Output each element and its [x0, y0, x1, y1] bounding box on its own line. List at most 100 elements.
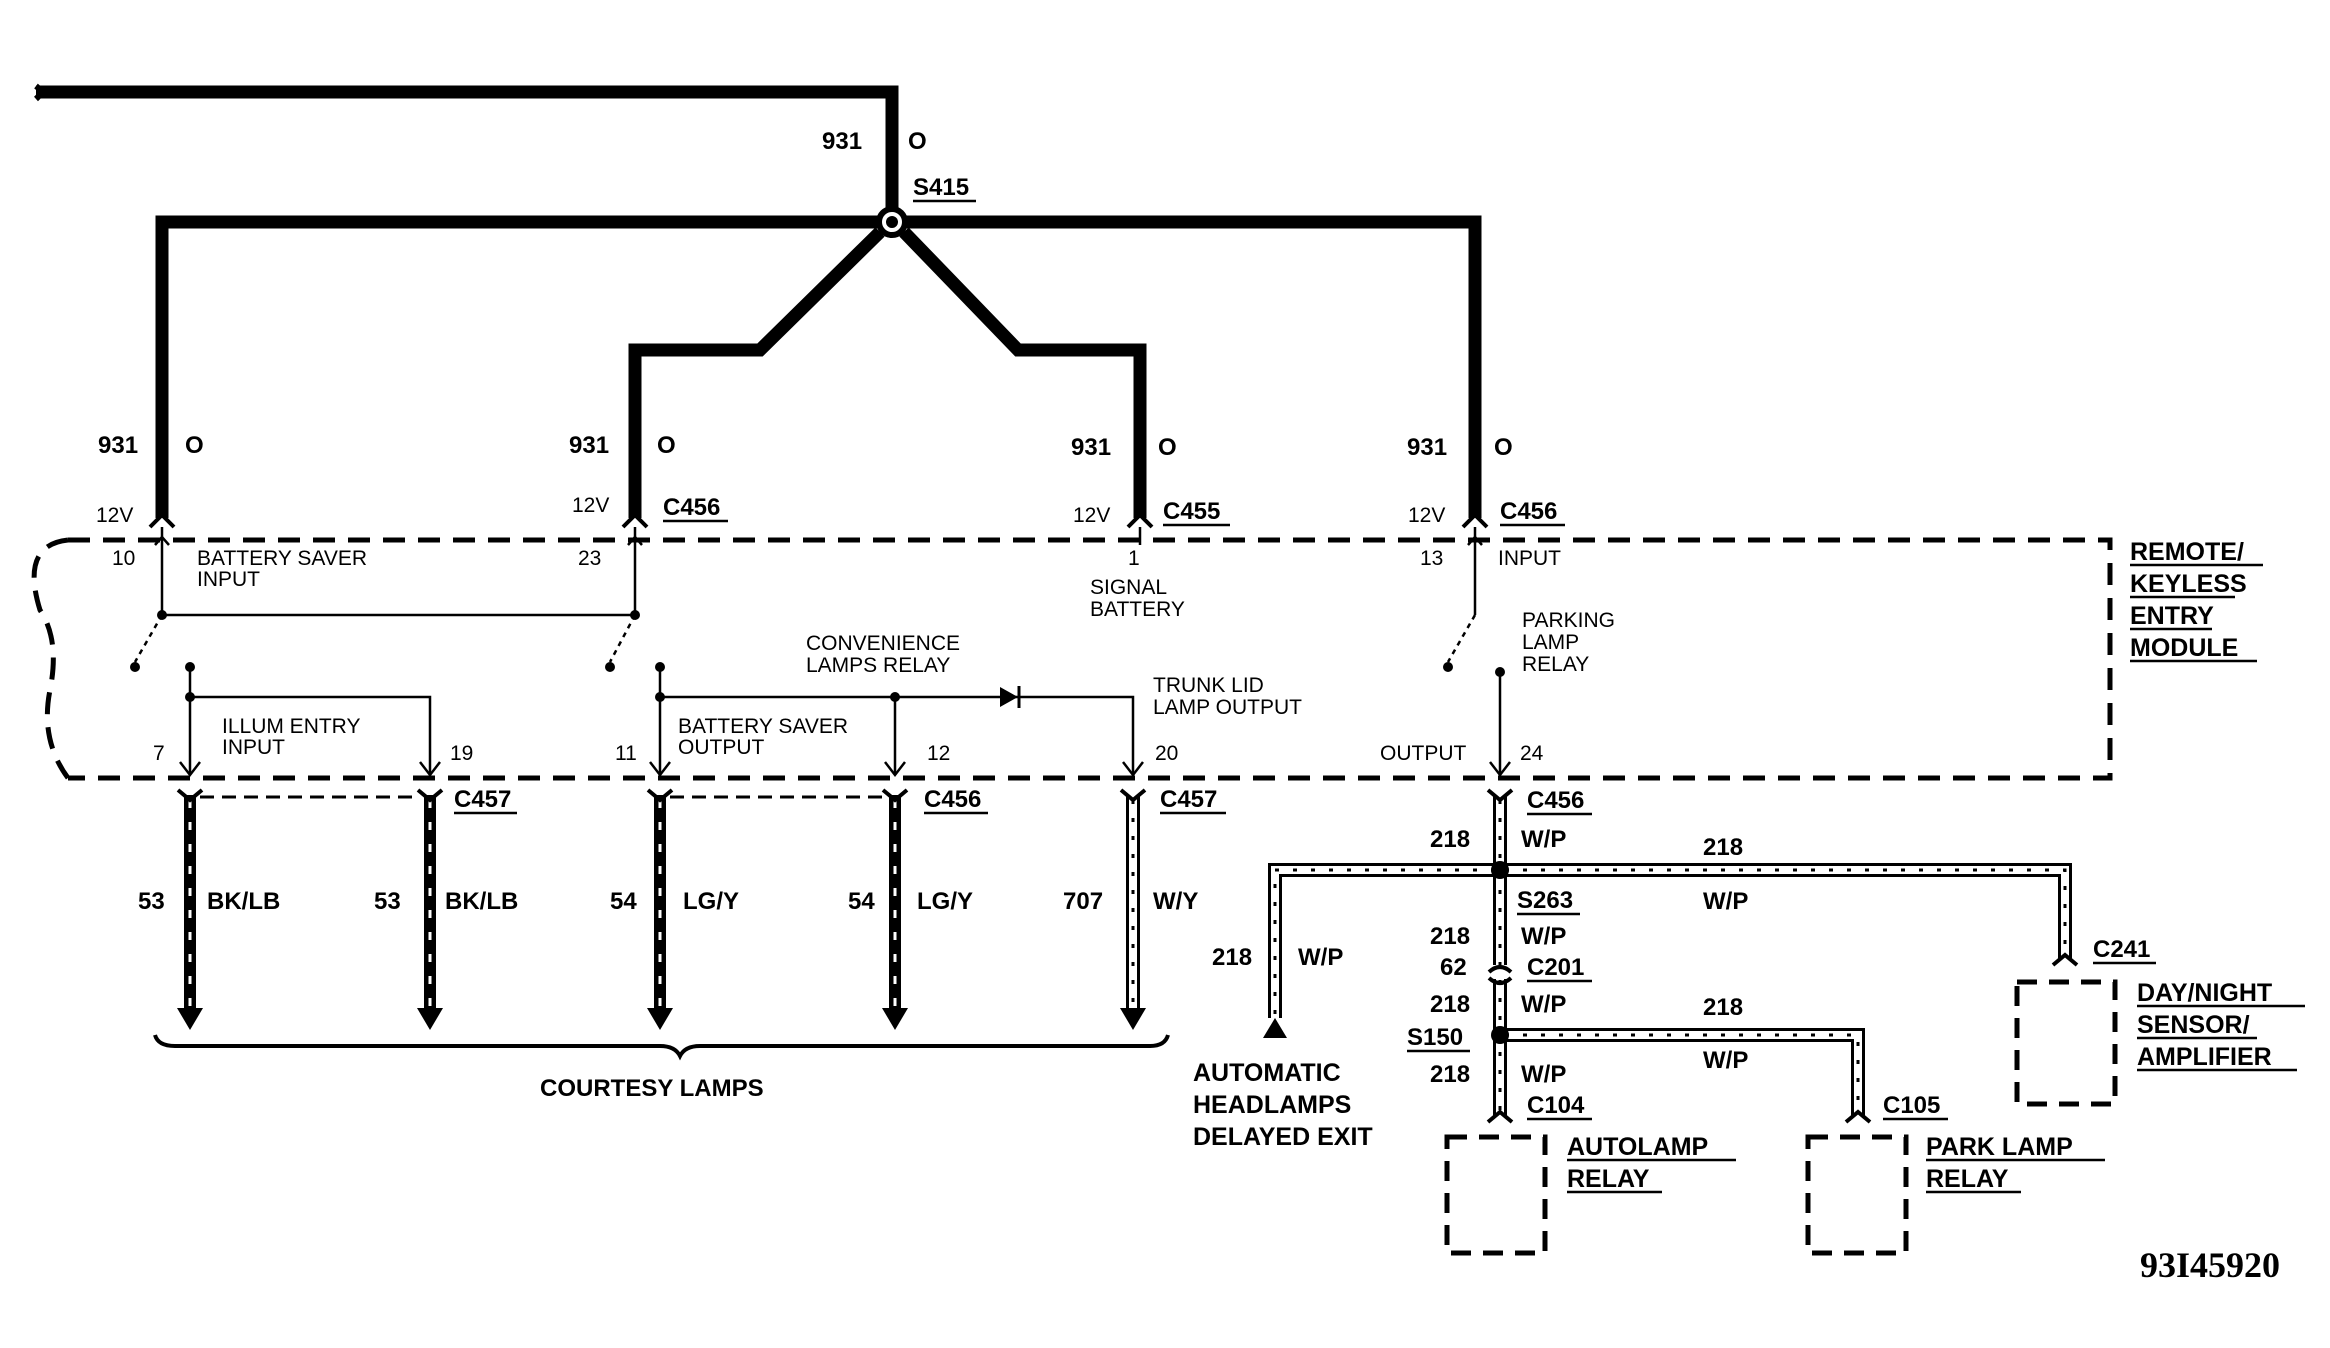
pin-24: 24 — [1520, 742, 1544, 765]
tap2-connector: C456 — [663, 494, 720, 521]
pin-10: 10 — [112, 547, 135, 570]
w218-color-right: W/P — [1703, 888, 1748, 915]
illum-entry-line-1: ILLUM ENTRY — [222, 715, 360, 738]
tap3-voltage: 12V — [1073, 504, 1110, 527]
w218-circuit-3: 218 — [1430, 991, 1470, 1018]
tap3-connector: C455 — [1163, 498, 1220, 525]
w218-circuit-right: 218 — [1703, 834, 1743, 861]
battery-saver-output-line-2: OUTPUT — [678, 736, 765, 759]
day-night-sensor-line-1: DAY/NIGHT — [2137, 979, 2272, 1007]
w218-circuit-s150-right: 218 — [1703, 994, 1743, 1021]
convenience-relay-line-2: LAMPS RELAY — [806, 654, 950, 677]
wire-53-color-b: BK/LB — [445, 888, 518, 915]
pin-19: 19 — [450, 742, 473, 765]
courtesy-lamps-brace — [153, 1034, 1170, 1061]
power-tap-2: 931 O 12V C456 — [569, 432, 728, 529]
tap2-color: O — [657, 432, 676, 459]
convenience-relay-line-1: CONVENIENCE — [806, 632, 960, 655]
w218-circuit-2: 218 — [1430, 923, 1470, 950]
courtesy-lamps-label: COURTESY LAMPS — [540, 1075, 764, 1102]
connector-c104: C104 — [1527, 1092, 1585, 1119]
splice-s150-dot — [1491, 1026, 1509, 1044]
pin-7: 7 — [153, 742, 165, 765]
splice-s263-label: S263 — [1517, 887, 1573, 914]
w218-color-2: W/P — [1521, 923, 1566, 950]
tap2-voltage: 12V — [572, 494, 609, 517]
wire-707-color: W/Y — [1153, 888, 1198, 915]
power-tap-3: 931 O 12V C455 — [1071, 434, 1230, 529]
auto-headlamps-line-1: AUTOMATIC — [1193, 1059, 1341, 1087]
wire-54-circuit-b: 54 — [848, 888, 875, 915]
pin-11: 11 — [615, 742, 637, 765]
park-lamp-relay-line-1: PARK LAMP — [1926, 1133, 2073, 1161]
pin-1: 1 — [1128, 547, 1140, 570]
wire-53-color-a: BK/LB — [207, 888, 280, 915]
wire-53-circuit-b: 53 — [374, 888, 401, 915]
battery-saver-input-line-1: BATTERY SAVER — [197, 547, 367, 570]
day-night-sensor-box — [2014, 979, 2118, 1107]
w218-circuit-left: 218 — [1212, 944, 1252, 971]
park-lamp-relay-box — [1805, 1134, 1909, 1256]
output-label: OUTPUT — [1380, 742, 1467, 765]
connector-c456-a: C456 — [924, 786, 981, 813]
connector-c105: C105 — [1883, 1092, 1940, 1119]
splice-s150-label: S150 — [1407, 1024, 1463, 1051]
module-name-line-1: REMOTE/ — [2130, 538, 2244, 566]
splice-s263-dot — [1491, 861, 1509, 879]
tap3-circuit: 931 — [1071, 434, 1111, 461]
pin-20: 20 — [1155, 742, 1178, 765]
trunk-lid-line-1: TRUNK LID — [1153, 674, 1264, 697]
w218-circuit-1: 218 — [1430, 826, 1470, 853]
c201-circuit: 62 — [1440, 954, 1467, 981]
c456-output-connector: C456 — [1527, 787, 1584, 814]
battery-saver-output-line-1: BATTERY SAVER — [678, 715, 848, 738]
autolamp-relay-line-1: AUTOLAMP — [1567, 1133, 1708, 1161]
park-lamp-relay-line-2: RELAY — [1926, 1165, 2009, 1193]
feed-circuit-number: 931 — [822, 128, 862, 155]
w218-color-4: W/P — [1521, 1061, 1566, 1088]
wire-54-color-a: LG/Y — [683, 888, 739, 915]
signal-battery-line-2: BATTERY — [1090, 598, 1185, 621]
w218-color-1: W/P — [1521, 826, 1566, 853]
w218-color-s150-right: W/P — [1703, 1047, 1748, 1074]
pin-23: 23 — [578, 547, 601, 570]
input-label: INPUT — [1498, 547, 1561, 570]
module-name-line-3: ENTRY — [2130, 602, 2214, 630]
pin-12: 12 — [927, 742, 950, 765]
tap2-circuit: 931 — [569, 432, 609, 459]
tap1-color: O — [185, 432, 204, 459]
parking-relay-line-1: PARKING — [1522, 609, 1615, 632]
tap4-connector: C456 — [1500, 498, 1557, 525]
trunk-lid-line-2: LAMP OUTPUT — [1153, 696, 1302, 719]
wire-54-circuit-a: 54 — [610, 888, 637, 915]
module-name: REMOTE/ KEYLESS ENTRY MODULE — [2130, 538, 2263, 663]
parking-relay-line-3: RELAY — [1522, 653, 1589, 676]
tap1-circuit: 931 — [98, 432, 138, 459]
splice-s415-label: S415 — [913, 174, 969, 201]
auto-headlamps-line-2: HEADLAMPS — [1193, 1091, 1351, 1119]
auto-headlamps-line-3: DELAYED EXIT — [1193, 1123, 1373, 1151]
wire-53-circuit-a: 53 — [138, 888, 165, 915]
day-night-sensor-line-2: SENSOR/ — [2137, 1011, 2250, 1039]
power-tap-4: 931 O 12V C456 — [1407, 434, 1565, 529]
module-internal-circuits — [130, 527, 1511, 778]
connector-c241: C241 — [2093, 936, 2150, 963]
wire-707-circuit: 707 — [1063, 888, 1103, 915]
signal-battery-line-1: SIGNAL — [1090, 576, 1167, 599]
feed-wire-color: O — [908, 128, 927, 155]
output-24-wiring — [1263, 788, 2079, 1124]
illum-entry-line-2: INPUT — [222, 736, 285, 759]
wire-54-color-b: LG/Y — [917, 888, 973, 915]
battery-saver-input-line-2: INPUT — [197, 568, 260, 591]
connector-c457-a: C457 — [454, 786, 511, 813]
tap4-voltage: 12V — [1408, 504, 1445, 527]
connector-c457-b: C457 — [1160, 786, 1217, 813]
power-tap-1: 931 O 12V — [96, 432, 204, 529]
tap4-color: O — [1494, 434, 1513, 461]
day-night-sensor-line-3: AMPLIFIER — [2137, 1043, 2272, 1071]
connector-c201: C201 — [1527, 954, 1584, 981]
diagram-id: 93I45920 — [2140, 1245, 2280, 1285]
tap3-color: O — [1158, 434, 1177, 461]
module-name-line-4: MODULE — [2130, 634, 2238, 662]
